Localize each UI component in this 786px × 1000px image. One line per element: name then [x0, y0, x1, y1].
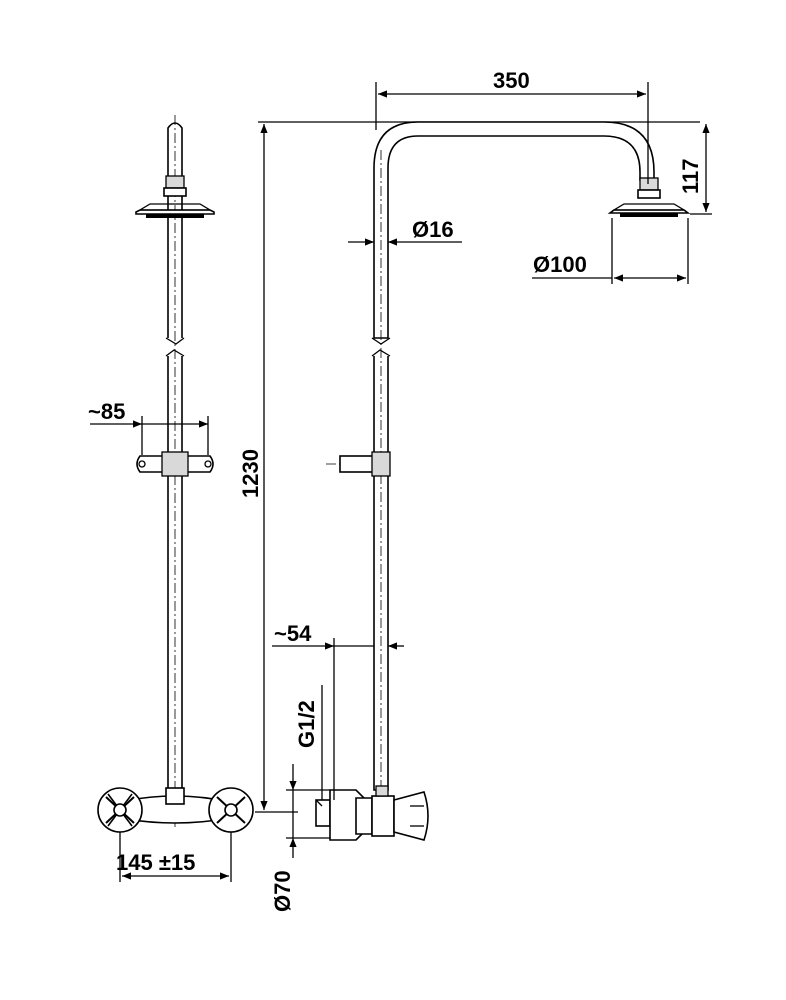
- pipe-break-mark: [165, 337, 185, 345]
- dim-thread: G1/2: [294, 685, 323, 807]
- front-shower-head-top: [137, 203, 213, 211]
- front-shower-nozzles: [146, 214, 204, 218]
- dim-head-drop: 117: [678, 124, 712, 215]
- dim-pipe-diameter: Ø16: [348, 217, 462, 246]
- front-mixer: [97, 787, 254, 833]
- side-shower-head-top: [611, 203, 687, 211]
- dim-head-diameter-label: Ø100: [533, 252, 587, 277]
- side-head-connector: [637, 189, 661, 199]
- side-upper-pipe-arm: [373, 121, 655, 339]
- head-connector: [163, 187, 187, 197]
- dim-rosette-diameter: Ø70: [270, 764, 330, 912]
- dim-arm-length-label: 350: [493, 68, 530, 93]
- side-slider-bracket: [326, 451, 391, 477]
- dim-total-height-label: 1230: [238, 449, 263, 498]
- dim-head-drop-label: 117: [678, 159, 703, 195]
- dim-mixer-spacing-label: 145 ±15: [116, 850, 195, 875]
- dim-rosette-diameter-label: Ø70: [270, 870, 295, 912]
- side-head-connector-nut: [639, 177, 659, 191]
- side-shower-nozzles: [620, 213, 678, 217]
- front-slider-bracket: [136, 451, 214, 477]
- side-view: [315, 121, 691, 841]
- dim-arm-length: 350: [375, 68, 649, 184]
- pipe-break-mark: [165, 349, 185, 357]
- dim-bracket-width-label: ~85: [88, 399, 125, 424]
- side-mixer: [315, 785, 429, 841]
- pipe-break-mark: [371, 349, 391, 357]
- dim-bracket-offset: ~54: [272, 621, 404, 800]
- head-connector-nut: [165, 175, 185, 189]
- front-view: [97, 115, 254, 833]
- dim-head-diameter: Ø100: [532, 218, 689, 284]
- dim-bracket-offset-label: ~54: [274, 621, 312, 646]
- dim-thread-label: G1/2: [294, 700, 319, 748]
- dim-mixer-spacing: 145 ±15: [116, 832, 232, 882]
- dim-pipe-diameter-label: Ø16: [412, 217, 454, 242]
- dim-bracket-width: ~85: [88, 399, 209, 455]
